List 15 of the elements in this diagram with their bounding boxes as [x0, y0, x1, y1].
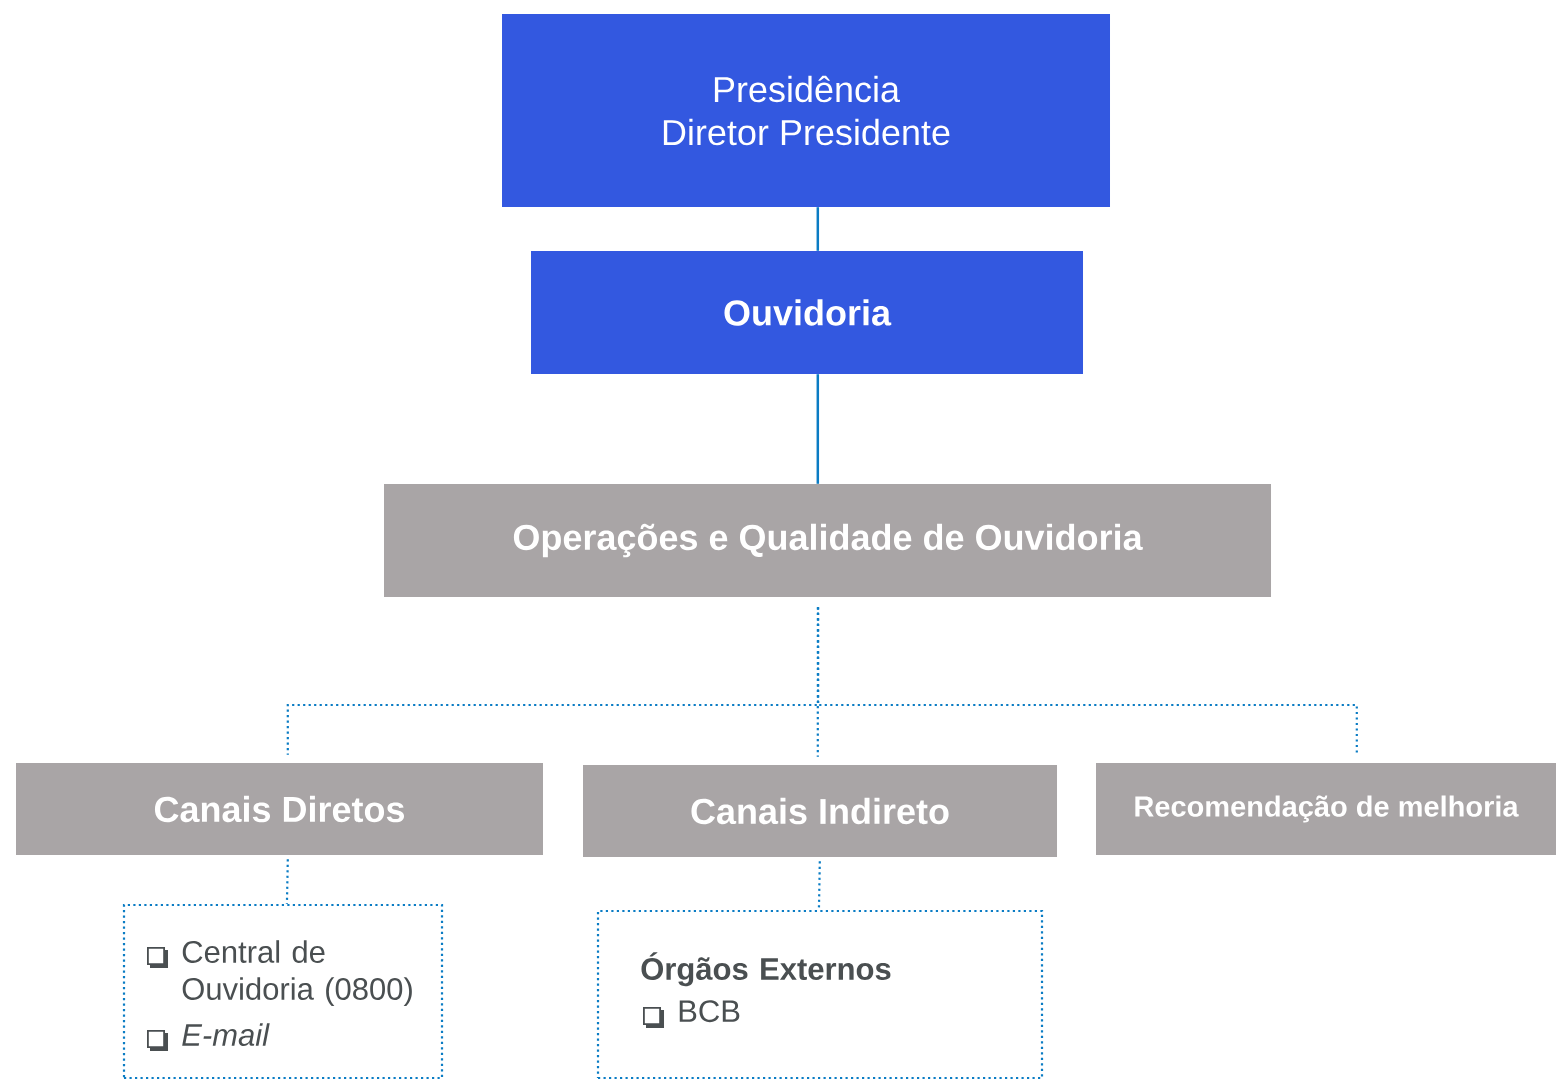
connector-line	[816, 374, 820, 484]
item-text: Órgãos Externos	[641, 952, 891, 987]
channel-box: Recomendação de melhoria	[1096, 763, 1556, 855]
item-text: Central de Ouvidoria (0800)	[182, 940, 412, 1007]
connector-line	[816, 207, 820, 251]
channel-box: Canais Diretos	[16, 763, 543, 855]
channel-box: Canais Indireto	[583, 765, 1057, 857]
item-text: E-mail	[182, 1023, 270, 1046]
unit-box: Ouvidoria	[531, 251, 1083, 374]
connector-line	[817, 861, 821, 910]
department-box: Operações e Qualidade de Ouvidoria	[384, 484, 1271, 597]
connector-line	[816, 607, 1358, 755]
connector-line	[285, 859, 289, 904]
title-box: Presidência Diretor Presidente	[502, 14, 1110, 207]
item-text: BCB	[679, 1000, 740, 1023]
